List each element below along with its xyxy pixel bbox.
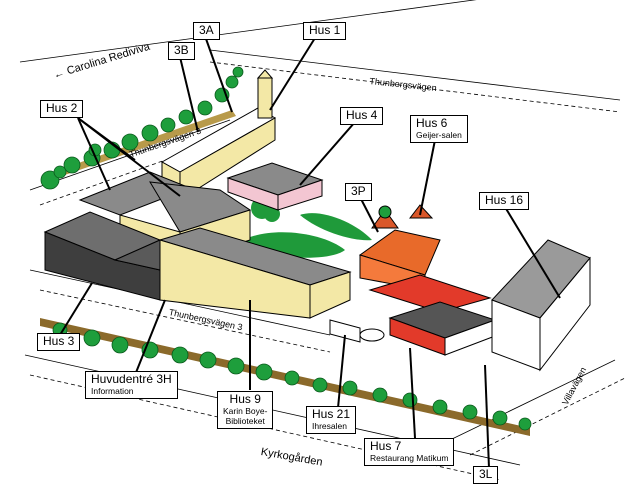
label-hus9-title: Hus 9 [229, 392, 261, 406]
leader-lines [59, 35, 561, 469]
label-hus6-title: Hus 6 [416, 116, 448, 130]
label-hus21-sub: Ihresalen [312, 421, 347, 431]
label-hus9[interactable]: Hus 9 Karin Boye- Biblioteket [217, 391, 274, 429]
label-3a[interactable]: 3A [193, 22, 220, 40]
label-hus7-title: Hus 7 [370, 439, 402, 453]
label-hus1[interactable]: Hus 1 [303, 22, 347, 40]
label-hus6-sub: Geijer-salen [416, 130, 462, 140]
label-hus2[interactable]: Hus 2 [40, 100, 84, 118]
label-huvudentre-sub: Information [91, 386, 134, 396]
building-hus9 [158, 227, 352, 319]
label-hus21-title: Hus 21 [312, 407, 351, 421]
label-hus7[interactable]: Hus 7 Restaurang Matikum [364, 438, 455, 466]
label-hus16[interactable]: Hus 16 [479, 192, 530, 210]
label-hus3[interactable]: Hus 3 [37, 333, 81, 351]
label-huvudentre[interactable]: Huvudentré 3H Information [85, 371, 178, 399]
building-hus7 [368, 274, 497, 356]
building-hus21 [329, 319, 385, 343]
label-hus6[interactable]: Hus 6 Geijer-salen [410, 115, 468, 143]
label-3b[interactable]: 3B [168, 42, 195, 60]
label-hus4[interactable]: Hus 4 [340, 107, 384, 125]
building-hus16 [491, 239, 591, 372]
trees-lower-row [52, 322, 532, 431]
label-hus7-sub: Restaurang Matikum [370, 453, 449, 463]
hedge-strip-upper [58, 110, 236, 176]
label-hus9-sub1: Karin Boye- [223, 406, 268, 416]
label-hus9-sub2: Biblioteket [225, 416, 265, 426]
label-3p[interactable]: 3P [345, 183, 372, 201]
building-hus4 [226, 162, 324, 211]
label-3l[interactable]: 3L [473, 466, 499, 484]
building-hus6 [358, 204, 441, 291]
building-hus3 [43, 211, 162, 301]
label-hus21[interactable]: Hus 21 Ihresalen [306, 406, 357, 434]
label-huvudentre-title: Huvudentré 3H [91, 372, 172, 386]
